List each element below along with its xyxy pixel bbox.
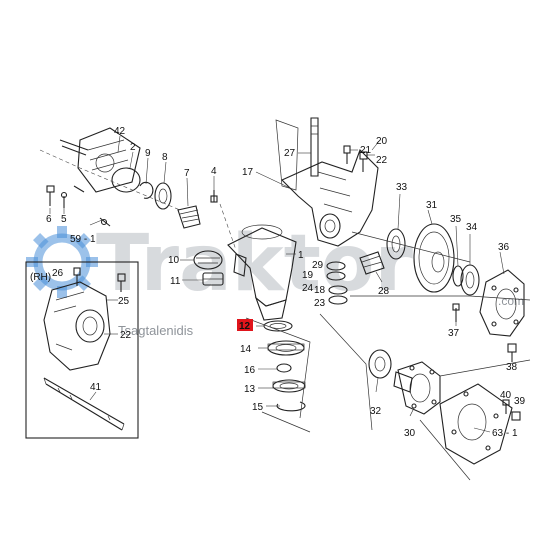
callout-19: 19 <box>302 270 314 281</box>
callout-17: 17 <box>242 167 254 178</box>
callout-18: 18 <box>314 285 326 296</box>
callout-13: 13 <box>244 384 256 395</box>
callout-33: 33 <box>396 182 408 193</box>
callout-5: 5 <box>61 214 67 225</box>
callout-39: 39 <box>514 396 526 407</box>
callout-12: 12 <box>239 321 251 332</box>
callout-35: 35 <box>450 214 462 225</box>
callout-29: 29 <box>312 260 324 271</box>
callout-16: 16 <box>244 365 256 376</box>
callout-7: 7 <box>184 168 190 179</box>
callout-25: 25 <box>118 296 130 307</box>
callout-8: 8 <box>162 152 168 163</box>
callout-6: 6 <box>46 214 52 225</box>
callout-12-highlighted: 12 <box>237 319 253 332</box>
callout-14: 14 <box>240 344 252 355</box>
callout-37: 37 <box>448 328 460 339</box>
inset-label: (RH) <box>30 272 51 283</box>
callout-28: 28 <box>378 286 390 297</box>
watermark-brand: Traktor <box>96 219 413 309</box>
callout-38: 38 <box>506 362 518 373</box>
callout-22-top: 22 <box>376 155 388 166</box>
callout-30: 30 <box>404 428 416 439</box>
lower-right-group <box>319 313 531 481</box>
callout-10: 10 <box>168 255 180 266</box>
callout-15: 15 <box>252 402 264 413</box>
callout-41: 41 <box>90 382 102 393</box>
callout-32: 32 <box>370 406 382 417</box>
upper-case-group <box>275 117 531 362</box>
leader-lines <box>49 135 513 433</box>
callout-23: 23 <box>314 298 326 309</box>
callout-34: 34 <box>466 222 478 233</box>
watermark-subtitle: Tsagtalenidis <box>118 323 194 338</box>
callout-labels: 42 2 9 8 7 4 6 5 59 - 1 10 11 17 27 21 2… <box>46 126 526 439</box>
callout-9: 9 <box>145 148 151 159</box>
inset-rh-box: (RH) <box>25 261 139 439</box>
callout-2: 2 <box>130 142 136 153</box>
callout-59-1: 59 - 1 <box>70 234 96 245</box>
callout-1: 1 <box>298 250 304 261</box>
highlight-box <box>237 319 253 331</box>
callout-21: 21 <box>360 145 372 156</box>
watermark-domain: .com <box>498 294 524 308</box>
callout-36: 36 <box>498 242 510 253</box>
left-housing-group <box>39 127 237 286</box>
callout-24: 24 <box>302 283 314 294</box>
center-shaft-group <box>227 224 311 433</box>
callout-63-1: 63 - 1 <box>492 428 518 439</box>
callout-27: 27 <box>284 148 296 159</box>
callout-40: 40 <box>500 390 512 401</box>
callout-20: 20 <box>376 136 388 147</box>
callout-4: 4 <box>211 166 217 177</box>
callout-11: 11 <box>170 276 181 287</box>
callout-31: 31 <box>426 200 438 211</box>
callout-26: 26 <box>52 268 64 279</box>
callout-22: 22 <box>120 330 132 341</box>
callout-42: 42 <box>114 126 126 137</box>
